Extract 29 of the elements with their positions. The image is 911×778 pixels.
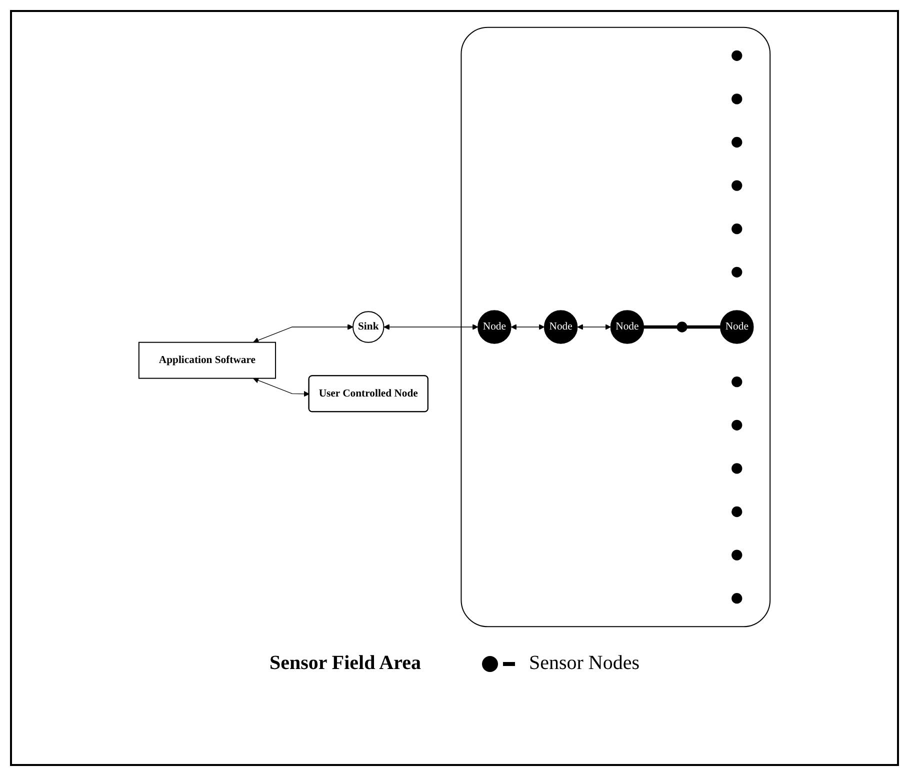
node-circle: Node — [478, 310, 512, 344]
connector — [644, 325, 678, 329]
node-circle — [732, 593, 742, 604]
node-circle — [732, 463, 742, 474]
arrow — [253, 324, 354, 344]
arrow — [577, 324, 611, 330]
node-circle: Node — [610, 310, 644, 344]
node-circle — [732, 224, 742, 234]
node-circle — [676, 322, 688, 332]
node-circle: Node — [544, 310, 578, 344]
node-circle: Node — [720, 310, 754, 344]
cluster — [460, 26, 771, 628]
node-circle — [732, 94, 742, 104]
node-box: Application Software — [138, 342, 276, 379]
node-circle — [732, 266, 742, 278]
node-circle — [732, 506, 742, 518]
node-circle: Sink — [352, 311, 384, 343]
node-circle — [732, 136, 742, 148]
node-circle — [732, 376, 742, 388]
arrow — [510, 324, 545, 330]
legend-label: Sensor Nodes — [528, 652, 640, 675]
area-label: Sensor Field Area — [269, 652, 421, 675]
connector — [687, 325, 720, 329]
node-circle — [732, 180, 742, 191]
node-circle — [732, 550, 742, 560]
node-circle — [732, 50, 742, 61]
arrow — [253, 378, 310, 397]
node-circle — [732, 420, 742, 430]
arrow — [384, 324, 478, 330]
